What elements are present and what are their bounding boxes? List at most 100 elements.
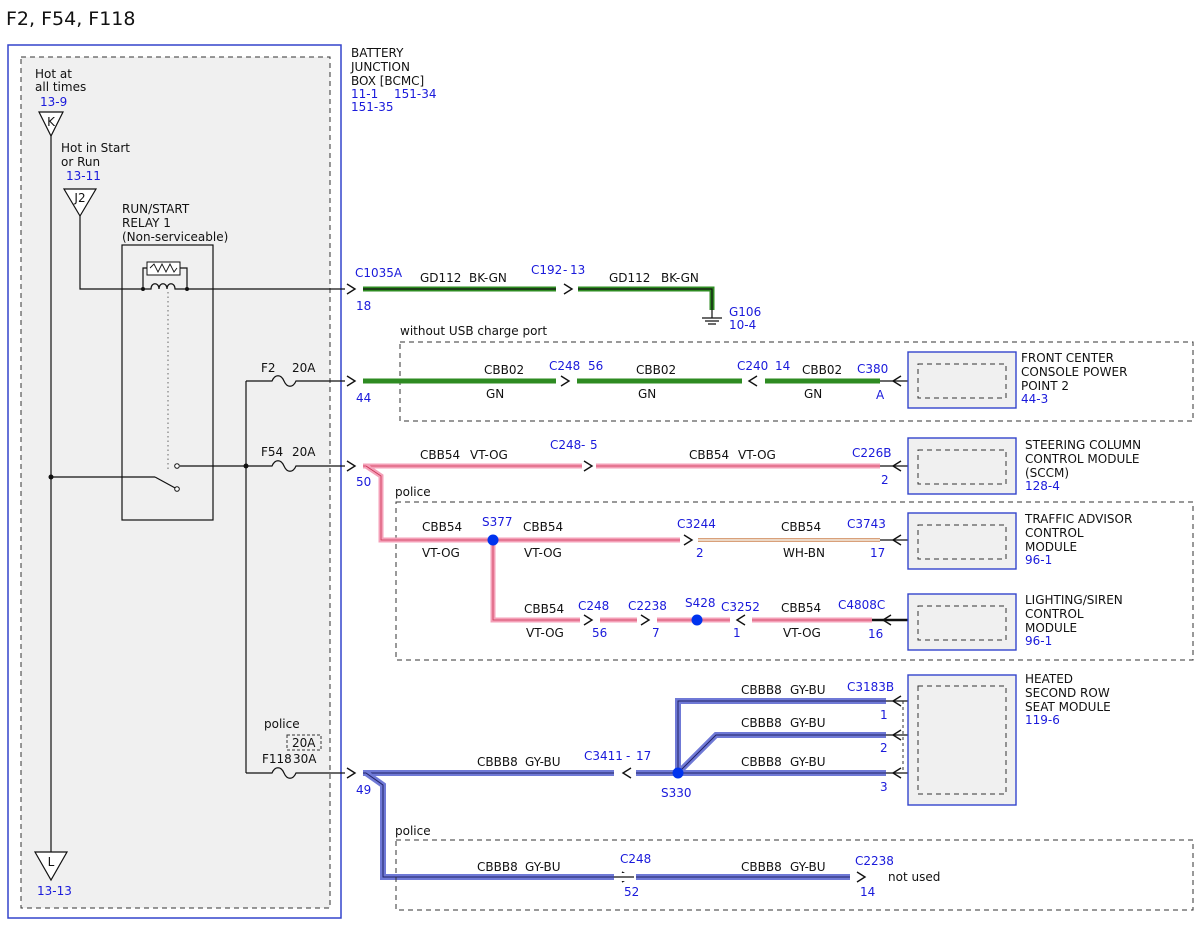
sccm-module-box bbox=[907, 437, 1017, 495]
c3411-pin: 17 bbox=[636, 749, 651, 763]
c3244-pin: 2 bbox=[696, 546, 704, 560]
police-2-c248-label: C248 bbox=[620, 852, 651, 866]
lighting-siren-module-name: LIGHTING/SIREN CONTROL MODULE bbox=[1025, 593, 1127, 635]
s377-splice bbox=[487, 534, 499, 546]
usb-c248-label: C248 bbox=[549, 359, 580, 373]
s428-splice bbox=[691, 614, 703, 626]
sccm-color-a: VT-OG bbox=[470, 448, 508, 462]
relay-coil-icon bbox=[143, 283, 187, 290]
lighting-c2238-pin: 7 bbox=[652, 626, 660, 640]
pin-k-label: K bbox=[47, 115, 56, 129]
s330-splice bbox=[672, 767, 684, 779]
c192-sep: - bbox=[563, 263, 567, 277]
seat-pin-1: 1 bbox=[880, 708, 888, 722]
hot-at-all-times-ref: 13-9 bbox=[40, 95, 67, 109]
seat-branch-1-wire: CBBB8 bbox=[741, 683, 782, 697]
fuse-f118-police-amp: 20A bbox=[292, 736, 316, 750]
police-1-color-b: VT-OG bbox=[524, 546, 562, 560]
front-console-module-name: FRONT CENTER CONSOLE POWER POINT 2 bbox=[1021, 351, 1131, 393]
sccm-bjb-pin: 50 bbox=[356, 475, 371, 489]
relay-diode bbox=[146, 261, 181, 276]
cbb02-wire-c-label: CBB02 bbox=[802, 363, 842, 377]
police-1-color-a: VT-OG bbox=[422, 546, 460, 560]
fuse-f118-label: F118 bbox=[262, 752, 292, 766]
seat-branch-3-color: GY-BU bbox=[790, 755, 826, 769]
c3252-label: C3252 bbox=[721, 600, 760, 614]
police-2-c2238-label: C2238 bbox=[855, 854, 894, 868]
heated-seat-module-name: HEATED SECOND ROW SEAT MODULE bbox=[1025, 672, 1114, 714]
police-1-color-c: WH-BN bbox=[783, 546, 825, 560]
police-2-wire-b-label: CBBB8 bbox=[741, 860, 782, 874]
police-2-wire-a-label: CBBB8 bbox=[477, 860, 518, 874]
fuse-f54-label: F54 bbox=[261, 445, 283, 459]
bjb-label: BATTERY JUNCTION BOX [BCMC] bbox=[350, 46, 424, 88]
c192-label: C192 bbox=[531, 263, 562, 277]
c1035a-label: C1035A bbox=[355, 266, 403, 280]
c3244-label: C3244 bbox=[677, 517, 716, 531]
sccm-c248-label: C248 bbox=[550, 438, 581, 452]
relay-resistor-icon bbox=[149, 262, 178, 274]
sccm-module-name: STEERING COLUMN CONTROL MODULE (SCCM) bbox=[1025, 438, 1145, 480]
relay-diode-leads bbox=[142, 267, 188, 289]
seat-wire-a-label: CBBB8 bbox=[477, 755, 518, 769]
gd112-wire-b-label: GD112 bbox=[609, 271, 650, 285]
police-1-color-d: VT-OG bbox=[526, 626, 564, 640]
c3743-label: C3743 bbox=[847, 517, 886, 531]
not-used-label: not used bbox=[888, 870, 940, 884]
sccm-wire-b-label: CBB54 bbox=[689, 448, 729, 462]
cbb02-wire-b-label: CBB02 bbox=[636, 363, 676, 377]
lighting-c2238-label: C2238 bbox=[628, 599, 667, 613]
page-title: F2, F54, F118 bbox=[6, 8, 135, 30]
sccm-module-ref: 128-4 bbox=[1025, 479, 1060, 493]
police-1-wire-d-label: CBB54 bbox=[524, 602, 564, 616]
seat-bjb-pin: 49 bbox=[356, 783, 371, 797]
bjb-ref-b: 151-34 bbox=[394, 87, 437, 101]
police-1-wire-e-label: CBB54 bbox=[781, 601, 821, 615]
pin-l-ref: 13-13 bbox=[37, 884, 72, 898]
c4808c-label: C4808C bbox=[838, 598, 885, 612]
fuse-f118-police-label: police bbox=[264, 717, 300, 731]
fuse-f54 bbox=[246, 460, 345, 472]
sccm-color-b: VT-OG bbox=[738, 448, 776, 462]
seat-pin-2: 2 bbox=[880, 741, 888, 755]
seat-branch-2-color: GY-BU bbox=[790, 716, 826, 730]
fuse-f118 bbox=[246, 767, 345, 779]
c226b-label: C226B bbox=[852, 446, 892, 460]
lighting-c248-label: C248 bbox=[578, 599, 609, 613]
lighting-siren-module-ref: 96-1 bbox=[1025, 634, 1052, 648]
police-2-c2238-pin: 14 bbox=[860, 885, 875, 899]
s377-label: S377 bbox=[482, 515, 513, 529]
fuse-f118-police-box bbox=[286, 734, 322, 751]
sccm-wire-a-label: CBB54 bbox=[420, 448, 460, 462]
traffic-advisor-module-name: TRAFFIC ADVISOR CONTROL MODULE bbox=[1024, 512, 1136, 554]
police-1-wire-b-label: CBB54 bbox=[523, 520, 563, 534]
police-group-1-label: police bbox=[395, 485, 431, 499]
pin-j2-label: J2 bbox=[73, 191, 85, 205]
cbb02-color-c: GN bbox=[804, 387, 822, 401]
cbb02-wire-a-label: CBB02 bbox=[484, 363, 524, 377]
police-2-color-a: GY-BU bbox=[525, 860, 561, 874]
seat-pin-3: 3 bbox=[880, 780, 888, 794]
police-1-wire-c-label: CBB54 bbox=[781, 520, 821, 534]
police-group-1-box bbox=[395, 501, 1194, 661]
usb-c380-label: C380 bbox=[857, 362, 888, 376]
c226b-pin: 2 bbox=[881, 473, 889, 487]
gd112-color-a: BK-GN bbox=[469, 271, 507, 285]
c3411-label: C3411 bbox=[584, 749, 623, 763]
usb-c240-label: C240 bbox=[737, 359, 768, 373]
fuse-f54-amp: 20A bbox=[292, 445, 316, 459]
c3411-sep: - bbox=[626, 749, 630, 763]
hot-at-all-times-label: Hot at all times bbox=[35, 67, 86, 94]
relay-box bbox=[121, 244, 214, 521]
police-1-color-e: VT-OG bbox=[783, 626, 821, 640]
usb-c248-pin: 56 bbox=[588, 359, 603, 373]
heated-seat-module-box bbox=[907, 674, 1017, 806]
lighting-c248-pin: 56 bbox=[592, 626, 607, 640]
cbb02-color-b: GN bbox=[638, 387, 656, 401]
fuse-f2-amp: 20A bbox=[292, 361, 316, 375]
heated-seat-module-ref: 119-6 bbox=[1025, 713, 1060, 727]
relay-label: RUN/START RELAY 1 (Non-serviceable) bbox=[122, 202, 228, 244]
police-group-2-box bbox=[395, 839, 1194, 911]
hot-in-start-run-label: Hot in Start or Run bbox=[61, 141, 134, 169]
